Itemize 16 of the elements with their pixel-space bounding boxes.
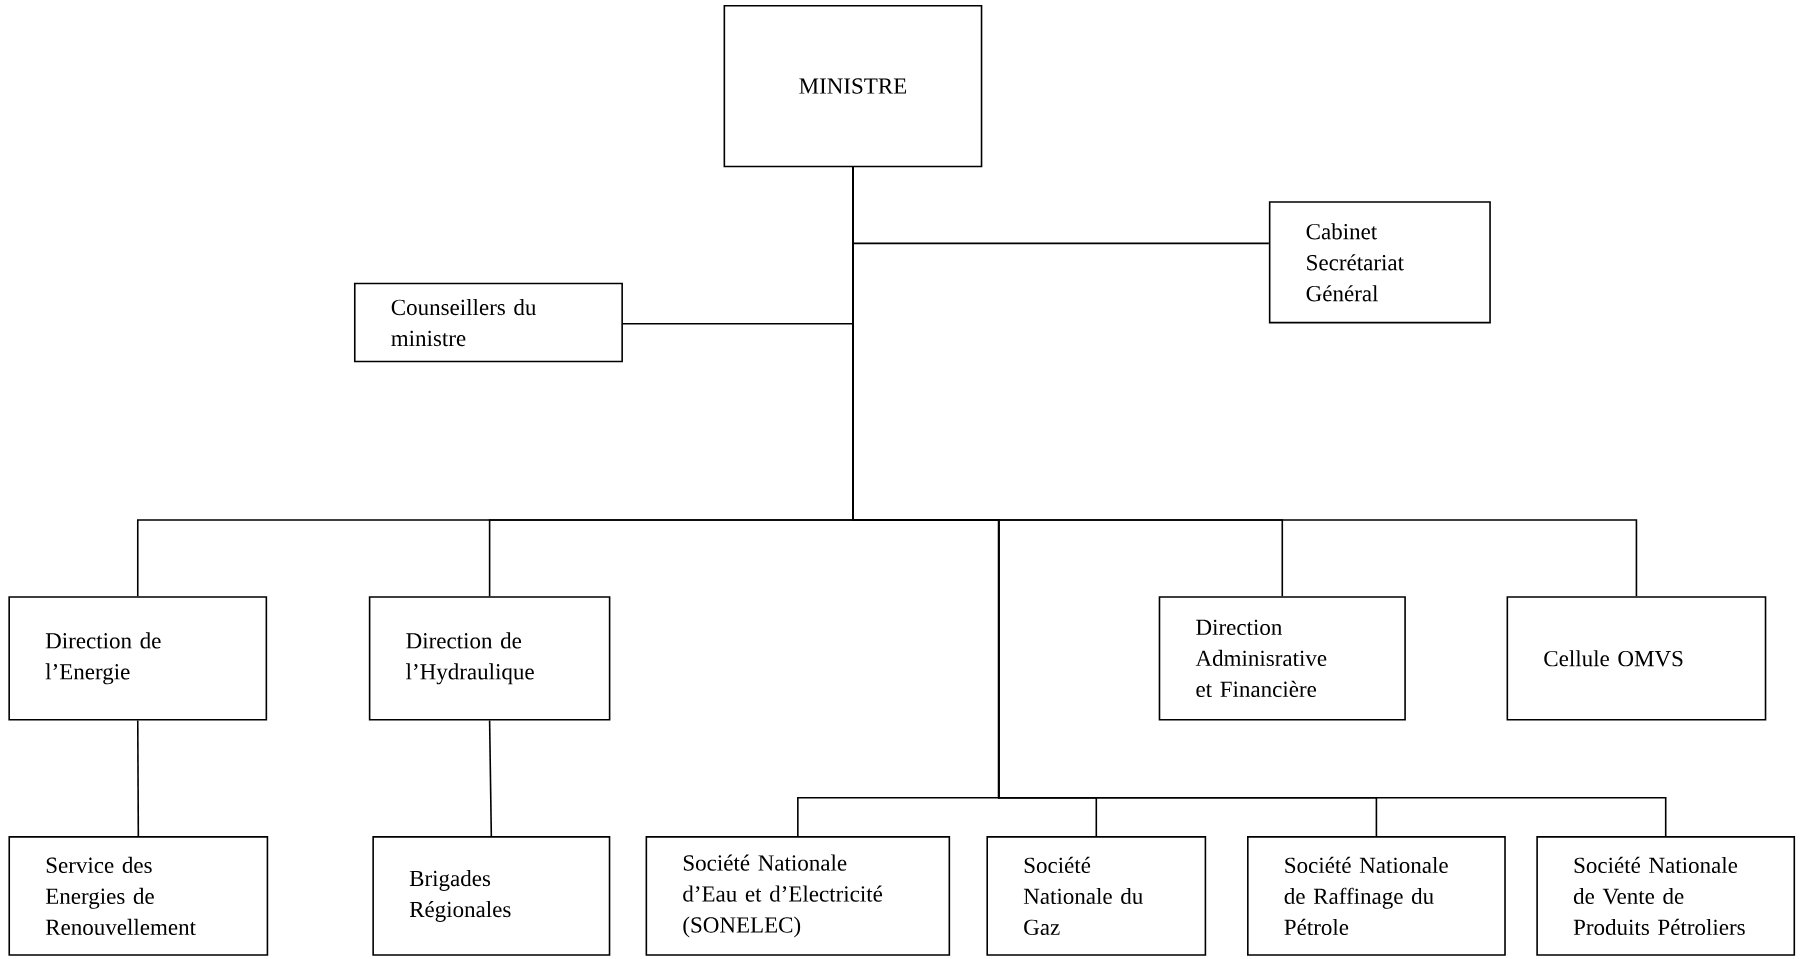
org-box: Counseillers du ministre xyxy=(353,283,623,363)
org-box: Société Nationale de Vente de Produits Pétroliers xyxy=(1536,836,1796,957)
org-box: Société Nationale de Raffinage du Pétrole xyxy=(1247,836,1506,957)
connector-line xyxy=(852,166,1667,838)
org-box: Société Nationale du Gaz xyxy=(986,836,1207,957)
org-box: MINISTRE xyxy=(723,5,983,168)
org-box: Direction de l’Energie xyxy=(8,596,268,721)
org-box: Brigades Régionales xyxy=(372,836,611,957)
org-box: Société Nationale d’Eau et d’Electricité (SONELEC) xyxy=(645,836,951,957)
connector-line xyxy=(136,719,140,838)
org-box: Direction Adminisrative et Financière xyxy=(1158,596,1406,721)
org-box: Direction de l’Hydraulique xyxy=(368,596,611,721)
connector-line xyxy=(488,719,493,838)
org-box: Service des Energies de Renouvellement xyxy=(8,836,269,957)
org-box: Cabinet Secrétariat Général xyxy=(1268,201,1491,324)
org-box: Cellule OMVS xyxy=(1506,596,1767,721)
